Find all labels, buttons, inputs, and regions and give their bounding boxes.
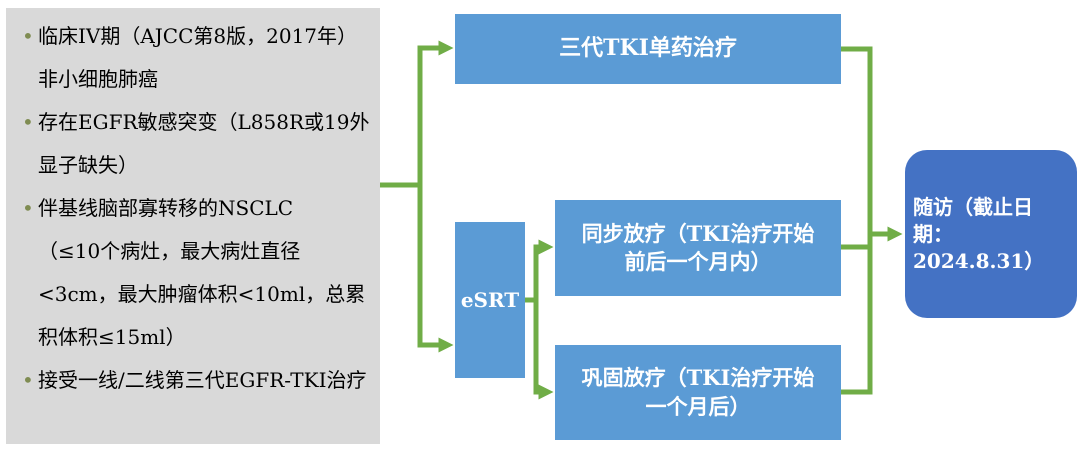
node-esrt-label: eSRT <box>460 287 520 312</box>
node-followup: 随访（截止日期：2024.8.31） <box>905 150 1077 318</box>
node-tki-monotherapy-label: 三代TKI单药治疗 <box>559 35 737 62</box>
eligibility-criteria-panel: 临床IV期（AJCC第8版，2017年）非小细胞肺癌 存在EGFR敏感突变（L8… <box>6 8 380 444</box>
criteria-item-stage: 临床IV期（AJCC第8版，2017年）非小细胞肺癌 <box>20 15 376 101</box>
node-tki-monotherapy: 三代TKI单药治疗 <box>455 14 841 84</box>
node-consolidation-radiotherapy-label: 巩固放疗（TKI治疗开始一个月后） <box>581 365 815 419</box>
merge-connector <box>838 46 873 395</box>
node-consolidation-radiotherapy: 巩固放疗（TKI治疗开始一个月后） <box>555 345 841 440</box>
criteria-list: 临床IV期（AJCC第8版，2017年）非小细胞肺癌 存在EGFR敏感突变（L8… <box>20 15 376 402</box>
node-followup-label: 随访（截止日期：2024.8.31） <box>913 194 1045 273</box>
criteria-item-egfr-mutation: 存在EGFR敏感突变（L858R或19外显子缺失） <box>20 101 376 187</box>
node-concurrent-radiotherapy: 同步放疗（TKI治疗开始前后一个月内） <box>555 200 841 296</box>
criteria-item-tki-line: 接受一线/二线第三代EGFR-TKI治疗 <box>20 359 376 402</box>
trunk-connector <box>377 45 423 348</box>
node-esrt: eSRT <box>455 222 525 378</box>
esrt-branch-connector <box>522 244 539 395</box>
node-concurrent-radiotherapy-label: 同步放疗（TKI治疗开始前后一个月内） <box>581 220 815 274</box>
criteria-item-brain-oligometastases: 伴基线脑部寡转移的NSCLC （≤10个病灶，最大病灶直径<3cm，最大肿瘤体积… <box>20 187 376 359</box>
